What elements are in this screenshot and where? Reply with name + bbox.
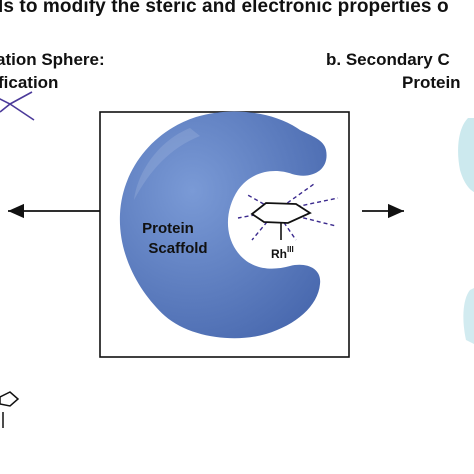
left-cp-fragment-bottom [0,391,20,428]
metal-label: Rh [271,247,287,261]
right-protein-fragment-bottom [463,288,474,344]
left-ligand-fragment-top [0,91,35,121]
protein-scaffold-shape [119,111,327,339]
protein-label-line2: Scaffold [148,240,207,257]
right-panel-heading-line1: b. Secondary C [326,50,450,69]
cp-ligand-icon [237,183,339,241]
protein-label-line1: Protein [142,220,194,237]
right-panel-heading-line2: Protein [402,73,461,92]
left-panel-heading-line2: fication [0,73,59,92]
right-protein-fragment-top [458,118,474,192]
metal-oxidation-state: III [287,245,294,254]
figure-title: ls to modify the steric and electronic p… [0,0,449,17]
left-panel-heading-line1: ation Sphere: [0,50,105,69]
protein-scaffold-highlight [134,128,200,200]
